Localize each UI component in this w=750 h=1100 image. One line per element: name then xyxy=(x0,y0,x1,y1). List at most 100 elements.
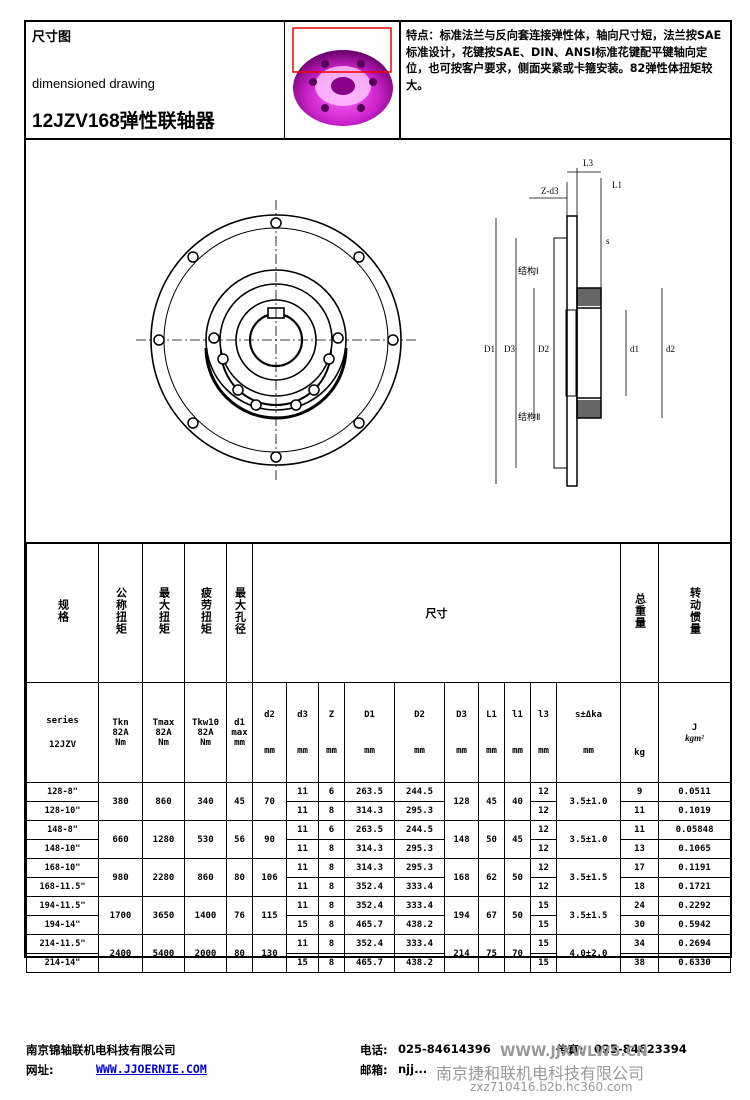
cell-tmax: 1280 xyxy=(142,820,185,859)
cell-s: 3.5±1.0 xyxy=(555,820,622,859)
cell-l3: 15 xyxy=(530,934,557,954)
h-L1: L1 xyxy=(486,709,497,720)
cell-d3: 15 xyxy=(286,953,319,973)
cell-l1: 40 xyxy=(504,782,531,821)
unit-mm: mm xyxy=(364,745,375,756)
cell-s: 3.5±1.0 xyxy=(555,782,622,821)
cell-D1: 465.7 xyxy=(344,915,395,935)
cell-inertia: 0.1065 xyxy=(658,839,732,859)
h-tmax: Tmax xyxy=(152,717,175,728)
h-tmax-grade: 82A xyxy=(155,727,172,738)
cell-series: 168-10" xyxy=(26,858,99,878)
spec-table: 规格 公称扭矩 最大扭矩 疲劳扭矩 最大孔径 尺寸 总重量 转动惯量 serie… xyxy=(26,542,732,973)
cell-d3: 15 xyxy=(286,915,319,935)
cell-tkn: 980 xyxy=(98,858,143,897)
h-d1: d1 xyxy=(234,717,245,728)
cell-d3: 11 xyxy=(286,896,319,916)
cell-inertia: 0.05848 xyxy=(658,820,732,840)
cell-weight: 11 xyxy=(620,801,660,821)
cell-series: 194-11.5" xyxy=(26,896,99,916)
dim-D3: D3 xyxy=(504,344,515,354)
cell-weight: 18 xyxy=(620,877,660,897)
cell-D2: 438.2 xyxy=(394,953,445,973)
cell-inertia: 0.0511 xyxy=(658,782,732,802)
h-tkn: Tkn xyxy=(112,717,129,728)
h-tkn-unit: Nm xyxy=(115,737,126,748)
features-block: 特点：标准法兰与反向套连接弹性体，轴向尺寸短，法兰按SAE标准设计，花键按SAE… xyxy=(400,22,730,138)
cell-D1: 314.3 xyxy=(344,858,395,878)
cell-weight: 34 xyxy=(620,934,660,954)
features-text: 特点：标准法兰与反向套连接弹性体，轴向尺寸短，法兰按SAE标准设计，花键按SAE… xyxy=(406,29,722,92)
cell-tkw: 2000 xyxy=(184,934,227,973)
cell-l3: 15 xyxy=(530,915,557,935)
cell-weight: 13 xyxy=(620,839,660,859)
cell-D2: 333.4 xyxy=(394,934,445,954)
h-tkn-grade: 82A xyxy=(112,727,129,738)
cell-d3: 11 xyxy=(286,934,319,954)
cell-l1: 50 xyxy=(504,896,531,935)
cell-weight: 17 xyxy=(620,858,660,878)
cell-tkw: 340 xyxy=(184,782,227,821)
cell-L1: 50 xyxy=(478,820,505,859)
h-series: series xyxy=(46,715,79,726)
h-d3: d3 xyxy=(297,709,308,720)
cell-D1: 263.5 xyxy=(344,820,395,840)
cell-l3: 12 xyxy=(530,801,557,821)
cell-D2: 438.2 xyxy=(394,915,445,935)
title-en: dimensioned drawing xyxy=(32,76,155,91)
cell-L1: 75 xyxy=(478,934,505,973)
cell-z: 8 xyxy=(318,839,345,859)
cell-tkn: 660 xyxy=(98,820,143,859)
brand-logo: JJOERNIE xyxy=(284,22,401,138)
cell-l3: 12 xyxy=(530,877,557,897)
cell-d2: 130 xyxy=(252,934,287,973)
h-series-sub: 12JZV xyxy=(48,739,77,750)
cell-series: 168-11.5" xyxy=(26,877,99,897)
cell-D3: 128 xyxy=(444,782,479,821)
company-name: 南京锦轴联机电科技有限公司 xyxy=(26,1043,176,1057)
cell-z: 8 xyxy=(318,896,345,916)
cell-tkn: 2400 xyxy=(98,934,143,973)
coupling-drawing: 结构Ⅰ 结构Ⅱ L3 Z-d3 s D1 D3 D2 d1 d2 L1 xyxy=(136,158,675,487)
h-D2: D2 xyxy=(414,709,425,720)
h-tkw-unit: Nm xyxy=(200,737,211,748)
cell-weight: 9 xyxy=(620,782,660,802)
title-block: 尺寸图 dimensioned drawing 12JZV168弹性联轴器 xyxy=(26,22,284,138)
col-dmax-cn: 最大孔径 xyxy=(233,587,247,635)
cell-d3: 11 xyxy=(286,877,319,897)
watermark-company: 南京捷和联机电科技有限公司 xyxy=(436,1064,645,1083)
dim-z-holes: Z-d3 xyxy=(541,186,559,196)
cell-tmax: 860 xyxy=(142,782,185,821)
h-d1-max: max xyxy=(231,727,248,738)
dim-D1: D1 xyxy=(484,344,495,354)
fax-label: 传真: xyxy=(556,1043,584,1057)
cell-d2: 70 xyxy=(252,782,287,821)
cell-weight: 30 xyxy=(620,915,660,935)
cell-tkn: 380 xyxy=(98,782,143,821)
cell-series: 148-8" xyxy=(26,820,99,840)
sheet-header: 尺寸图 dimensioned drawing 12JZV168弹性联轴器 xyxy=(26,22,730,140)
unit-mm: mm xyxy=(456,745,467,756)
cell-tkn: 1700 xyxy=(98,896,143,935)
dim-d1: d1 xyxy=(630,344,639,354)
unit-mm: mm xyxy=(538,745,549,756)
cell-d1: 80 xyxy=(226,858,253,897)
website-link[interactable]: WWW.JJOERNIE.COM xyxy=(96,1062,207,1076)
dim-d2: d2 xyxy=(666,344,675,354)
cell-series: 214-14" xyxy=(26,953,99,973)
cell-inertia: 0.1019 xyxy=(658,801,732,821)
cell-D1: 352.4 xyxy=(344,896,395,916)
cell-s: 4.0±2.0 xyxy=(555,934,622,973)
logo-text: JJOERNIE xyxy=(313,38,371,53)
title-cn: 尺寸图 xyxy=(32,30,72,45)
unit-mm: mm xyxy=(512,745,523,756)
cell-inertia: 0.2694 xyxy=(658,934,732,954)
cell-l3: 15 xyxy=(530,953,557,973)
